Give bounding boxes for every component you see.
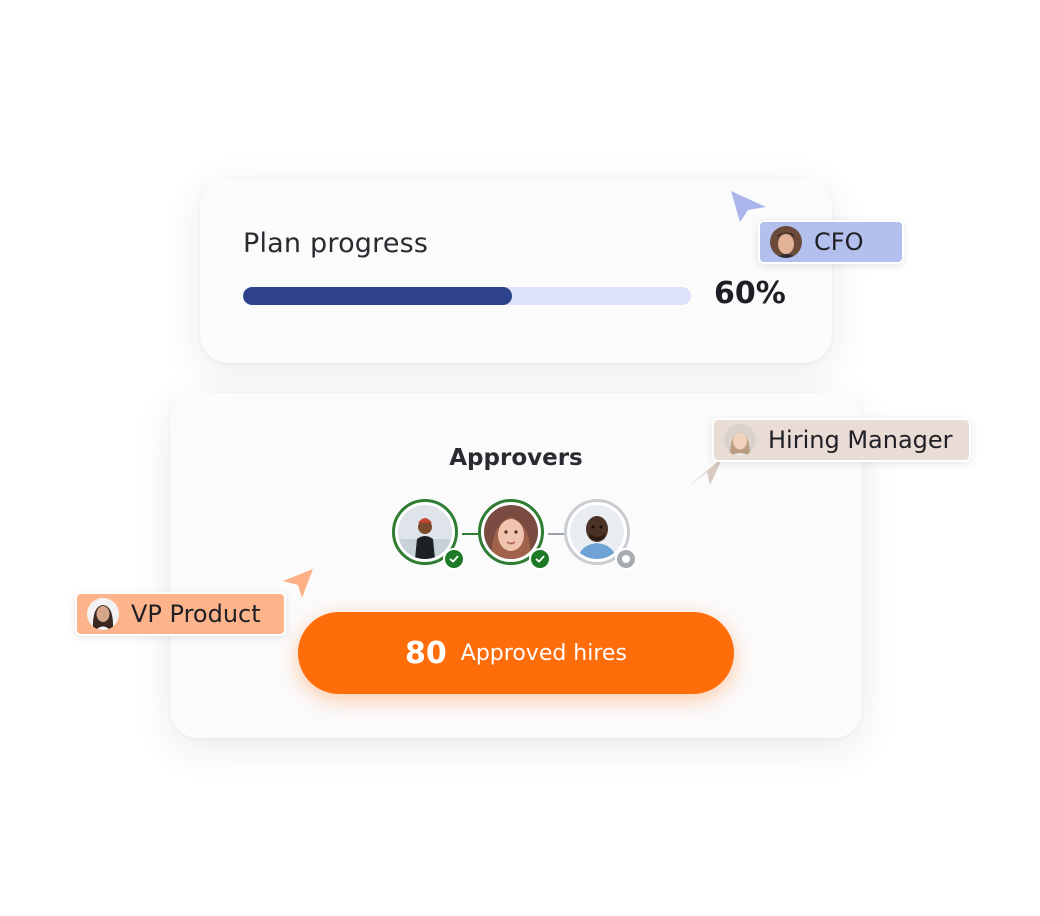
cfo-avatar [770,226,802,258]
approved-hires-count: 80 [405,635,447,671]
approver-photo [398,505,452,559]
approved-hires-button[interactable]: 80 Approved hires [298,612,734,694]
plan-progress-fill [243,287,512,305]
approved-check-badge [529,548,551,570]
vp-product-tag-label: VP Product [131,600,261,628]
vp-product-tag: VP Product [75,592,286,636]
approver-connector [548,533,564,535]
pending-status-badge [615,548,637,570]
hiring-manager-tag-label: Hiring Manager [768,426,953,454]
plan-progress-card: Plan progress 60% [200,178,832,363]
plan-progress-bar [243,287,691,305]
hiring-manager-cursor-icon [689,457,723,486]
approver-photo [484,505,538,559]
plan-progress-title: Plan progress [243,228,429,259]
approver-photo [570,505,624,559]
vp-product-avatar [87,598,119,630]
approver-avatar-2[interactable] [478,499,551,570]
hiring-manager-avatar [724,424,756,456]
vp-product-cursor-icon [283,569,313,598]
approver-avatar-1[interactable] [392,499,465,570]
check-icon [449,555,459,563]
cfo-tag: CFO [758,220,904,264]
approver-connector [462,533,478,535]
hiring-manager-tag: Hiring Manager [712,418,971,462]
check-icon [535,555,545,563]
plan-progress-percent: 60% [714,276,786,311]
approvers-title: Approvers [449,445,583,471]
approved-check-badge [443,548,465,570]
pending-dot-icon [622,555,630,563]
approved-hires-label: Approved hires [460,640,627,666]
cfo-cursor-icon [731,191,766,222]
approvers-card: Approvers [170,393,862,738]
cfo-tag-label: CFO [814,228,864,256]
approver-avatar-3[interactable] [564,499,637,570]
